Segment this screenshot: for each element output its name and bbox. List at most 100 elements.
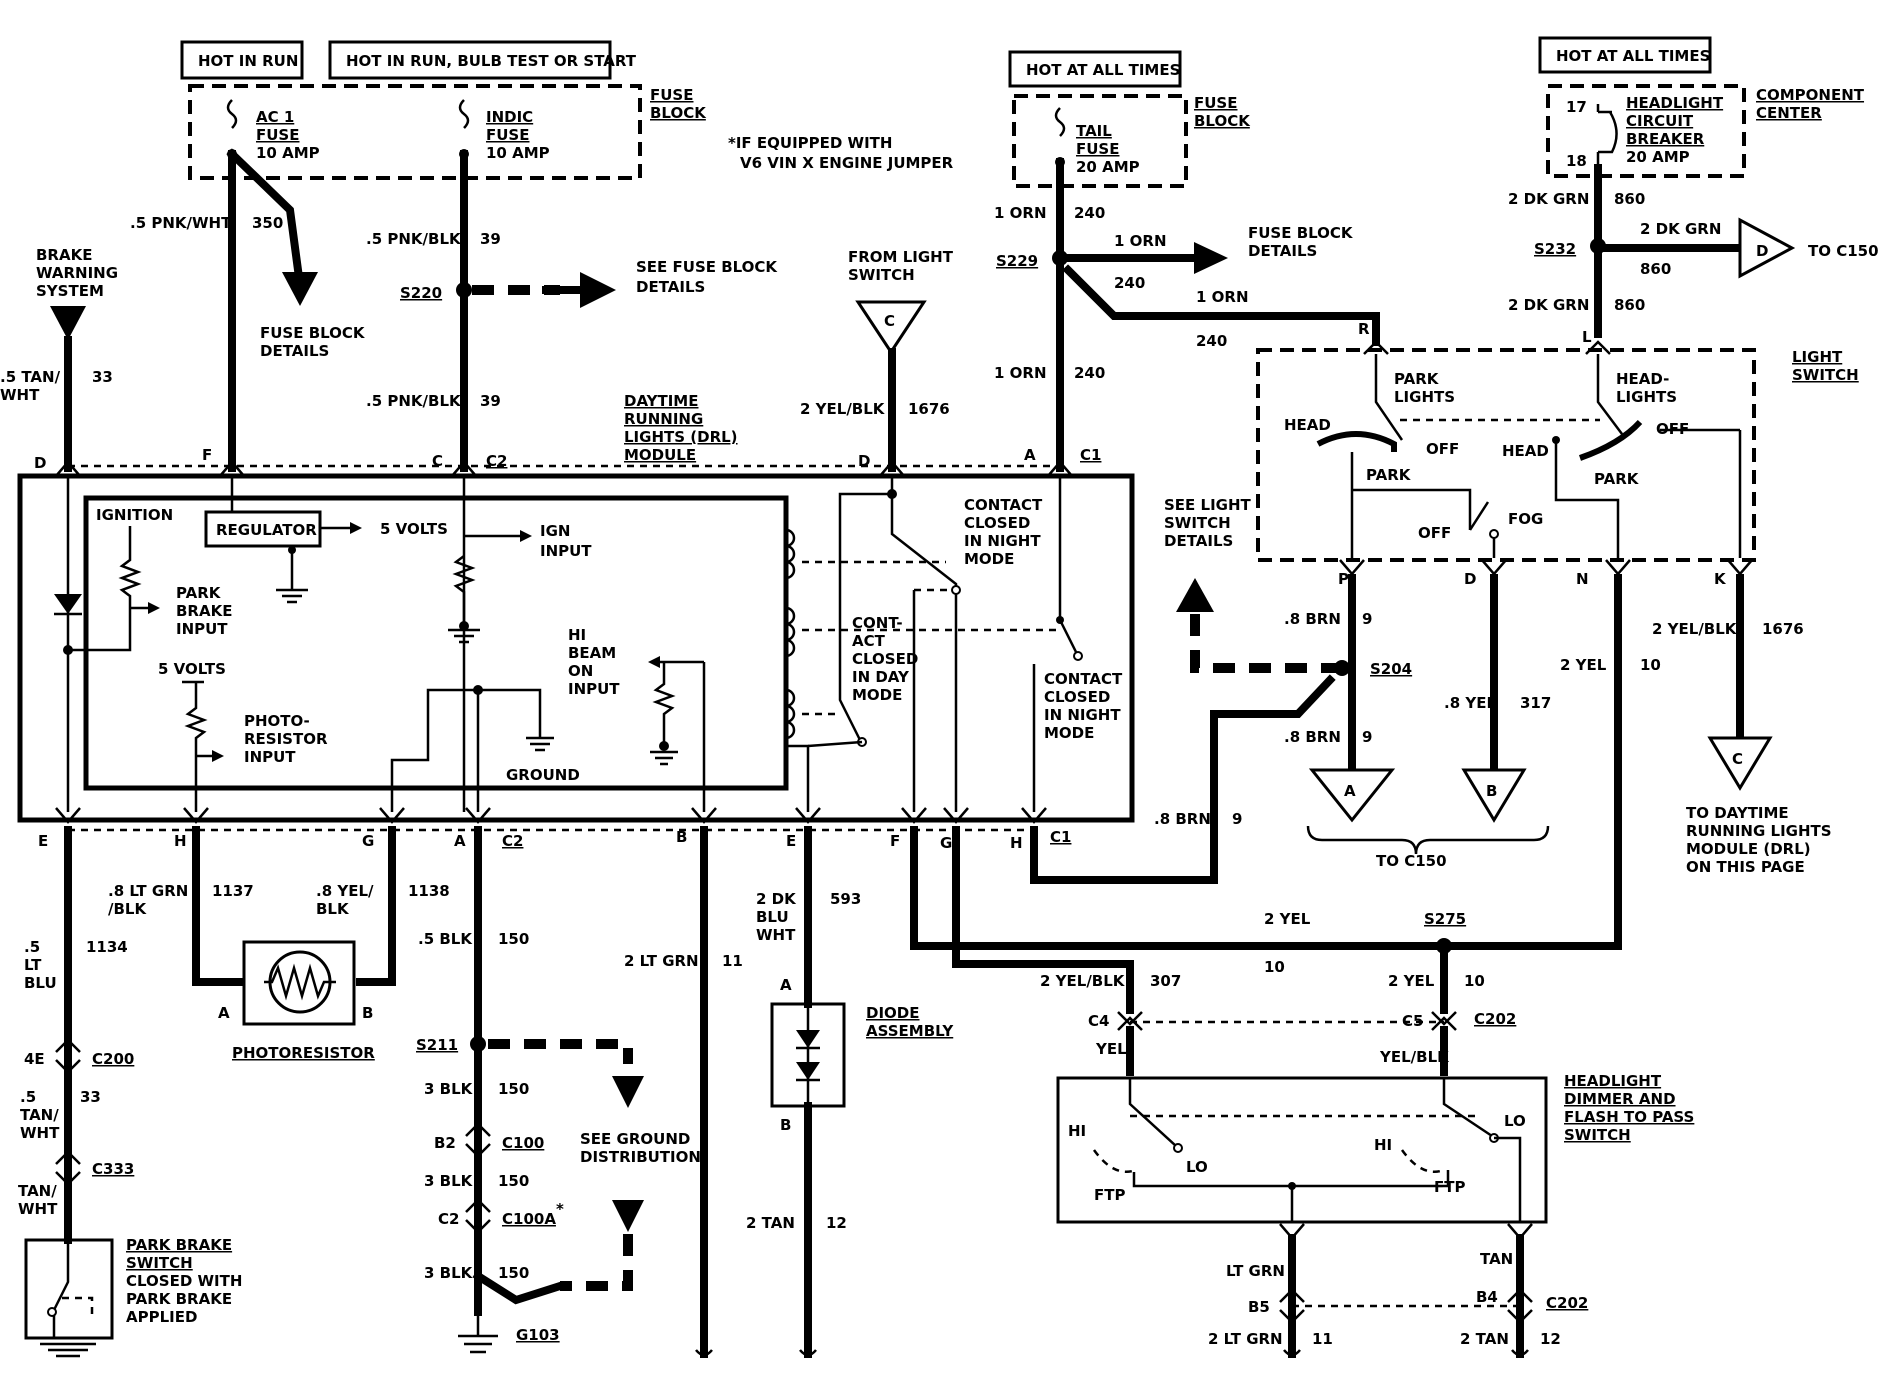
park-brake-linkage	[62, 1296, 94, 1316]
wire-10a-num: 10	[1640, 656, 1661, 674]
wire-240c: 240	[1196, 332, 1227, 350]
contact-day-a: CONT-	[852, 614, 903, 632]
ground-label: GROUND	[506, 766, 580, 784]
wire-39a-num: 39	[480, 230, 501, 248]
pin-f-top: F	[202, 446, 212, 464]
fuse-block-2-label-a: FUSE	[1194, 94, 1237, 112]
to-c150-brace	[1306, 825, 1550, 855]
head-2: HEAD	[1502, 442, 1549, 460]
wire-1676b-color: 2 YEL/BLK	[1652, 620, 1738, 638]
connector-c-from-light	[855, 300, 927, 355]
fuse-block-details-arrow-2	[1194, 242, 1228, 274]
wire-33b-c: WHT	[20, 1124, 60, 1142]
pin-h-bot: H	[174, 832, 187, 850]
night-contact-1	[890, 494, 958, 812]
c1-top: C1	[1080, 446, 1101, 464]
s204-dashed-branch	[1190, 614, 1340, 673]
wire-860c-color: 2 DK GRN	[1508, 296, 1589, 314]
relay-coils	[785, 528, 796, 740]
wire-150a-num: 150	[498, 930, 529, 948]
park-brake-arrow	[148, 602, 160, 614]
photoresistor-label: PHOTORESISTOR	[232, 1044, 375, 1062]
hot-all-times-1-box	[1008, 50, 1182, 88]
wire-11-num: 11	[722, 952, 743, 970]
connector-b-label: B	[1486, 782, 1497, 800]
component-center-b: CENTER	[1756, 104, 1822, 122]
light-switch-input-pins	[1363, 340, 1611, 355]
connector-a-c150	[1308, 768, 1396, 823]
pin-k: K	[1714, 570, 1727, 588]
c100a-label: C100A	[502, 1210, 556, 1228]
wire-240b: 240	[1114, 274, 1145, 292]
park-2: PARK	[1594, 470, 1640, 488]
connector-c-label: C	[884, 312, 895, 330]
fuse-block-details-1b: DETAILS	[260, 342, 329, 360]
ltgrn-label: LT GRN	[1226, 1262, 1285, 1280]
wire-33b-a: .5	[20, 1088, 36, 1106]
wire-240-to-switch	[1062, 264, 1380, 346]
wire-11-break	[695, 1349, 713, 1357]
wire-150a-color: .5 BLK	[418, 930, 473, 948]
c333-label: C333	[92, 1160, 134, 1178]
c4-label: C4	[1088, 1012, 1109, 1030]
wire-593-num: 593	[830, 890, 861, 908]
fuse-block-details-2b: DETAILS	[1248, 242, 1317, 260]
day-mode-contact-arm	[838, 476, 894, 741]
wire-9a-color: .8 BRN	[1284, 610, 1341, 628]
wire-860b-color: 2 DK GRN	[1640, 220, 1721, 238]
diode-pin-b: B	[780, 1116, 791, 1134]
fog-label: FOG	[1508, 510, 1543, 528]
dimmer-switch-box	[1056, 1076, 1548, 1224]
b4-label: B4	[1476, 1288, 1498, 1306]
c100-pin: B2	[434, 1134, 456, 1152]
ign-input-b: INPUT	[540, 542, 592, 560]
cb-label-a: HEADLIGHT	[1626, 94, 1724, 112]
contact-day-e: MODE	[852, 686, 902, 704]
wire-10b-color: 2 YEL	[1264, 910, 1311, 928]
wire-9b-color: .8 BRN	[1284, 728, 1341, 746]
drl-bottom-pins	[55, 807, 1047, 824]
pin-g2-bot: G	[940, 834, 952, 852]
wire-317-color: .8 YEL	[1444, 694, 1496, 712]
dimmer-c: FLASH TO PASS	[1564, 1108, 1694, 1126]
connector-d-label: D	[1756, 242, 1768, 260]
dimmer-junction	[1288, 1182, 1296, 1190]
wire-240a-num: 240	[1074, 204, 1105, 222]
headlights-contact	[1579, 419, 1643, 461]
pin-r: R	[1358, 320, 1370, 338]
connector-c2-label: C	[1732, 750, 1743, 768]
from-light-b: SWITCH	[848, 266, 915, 284]
see-ground-b: DISTRIBUTION	[580, 1148, 701, 1166]
wire-150b-num: 150	[498, 1080, 529, 1098]
ac1-fuse-label-b: FUSE	[256, 126, 299, 144]
hi-beam-c: ON	[568, 662, 593, 680]
diode-pin-a: A	[780, 976, 792, 994]
fuse-block-1-label-a: FUSE	[650, 86, 693, 104]
dimmer-d: SWITCH	[1564, 1126, 1631, 1144]
wire-12b-color: 2 TAN	[1460, 1330, 1509, 1348]
wire-1138-b: BLK	[316, 900, 350, 918]
diode-label-a: DIODE	[866, 1004, 919, 1022]
photoresistor-pin-b: B	[362, 1004, 373, 1022]
photo-input-arrow	[212, 750, 224, 762]
park-lights-a: PARK	[1394, 370, 1440, 388]
wire-1676-color: 2 YEL/BLK	[800, 400, 886, 418]
ground-dist-arrow-up	[612, 1076, 644, 1108]
day-contact-lead	[807, 740, 863, 748]
tail-fuse-c: 20 AMP	[1076, 158, 1140, 176]
hi-beam-resistor	[650, 662, 678, 766]
pbs-d: PARK BRAKE	[126, 1290, 232, 1308]
to-drl-c: MODULE (DRL)	[1686, 840, 1811, 858]
wire-9-to-drl	[1030, 674, 1336, 884]
circuit-breaker-symbol	[1596, 104, 1618, 164]
splice-s232-label: S232	[1534, 240, 1576, 258]
photo-c: INPUT	[244, 748, 296, 766]
wire-307-color: 2 YEL/BLK	[1040, 972, 1126, 990]
wire-10c-num: 10	[1464, 972, 1485, 990]
wire-307-num: 307	[1150, 972, 1181, 990]
ac1-fuse-label-a: AC 1	[256, 108, 294, 126]
c2-top: C2	[486, 452, 507, 470]
light-switch-k-lead	[1660, 428, 1742, 558]
wire-1138-num: 1138	[408, 882, 450, 900]
